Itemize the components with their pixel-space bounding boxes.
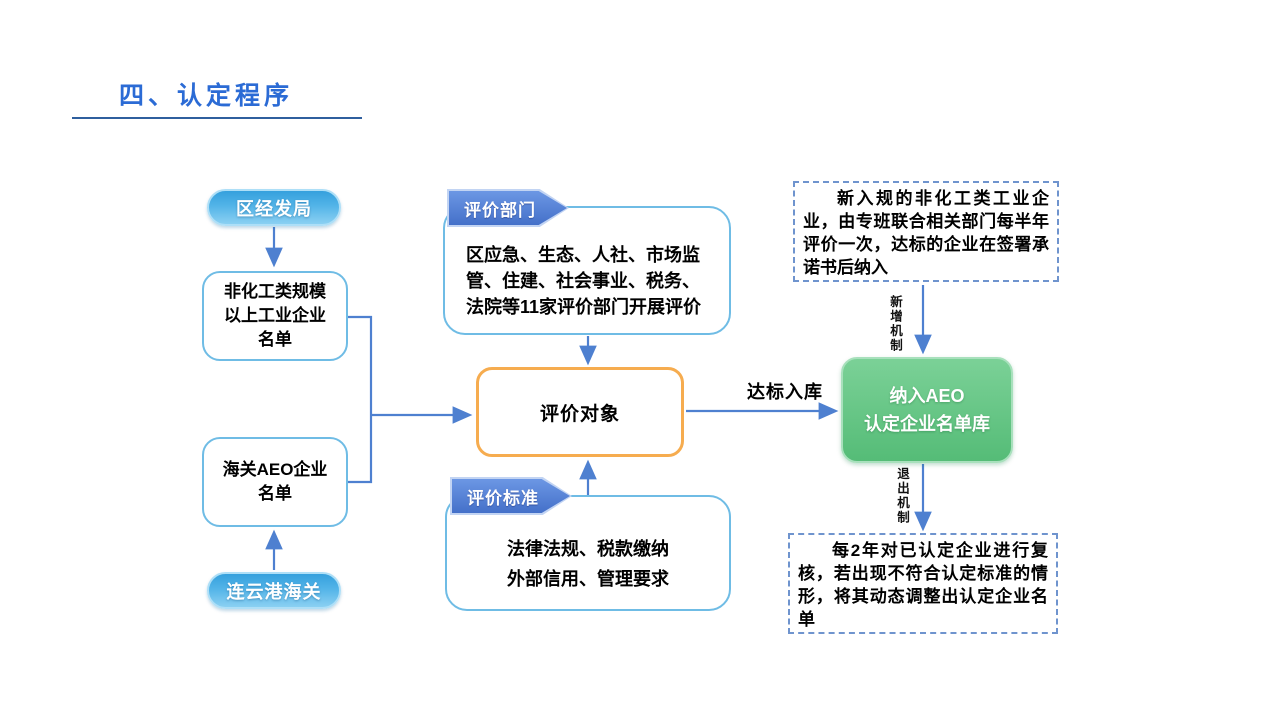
review-note-text: 每2年对已认定企业进行复核，若出现不符合认定标准的情形，将其动态调整出认定企业名… <box>798 541 1048 629</box>
evaluation-standard-tag: 评价标准 <box>450 477 572 515</box>
evaluation-dept-box: 区应急、生态、人社、市场监管、住建、社会事业、税务、法院等11家评价部门开展评价 <box>443 206 731 335</box>
pass-to-pool-label: 达标入库 <box>747 382 823 402</box>
add-mechanism-label: 新增机制 <box>888 295 902 353</box>
connector-lists-bracket <box>348 315 373 484</box>
tag-label: 评价标准 <box>452 479 570 513</box>
lianyungang-customs-pill: 连云港海关 <box>207 572 341 609</box>
review-note: 每2年对已认定企业进行复核，若出现不符合认定标准的情形，将其动态调整出认定企业名… <box>788 533 1058 634</box>
exit-mechanism-label: 退出机制 <box>895 467 909 525</box>
district-bureau-pill: 区经发局 <box>207 189 341 226</box>
standard-line-1: 法律法规、税款缴纳 <box>507 539 669 559</box>
evaluation-target-box: 评价对象 <box>476 367 684 457</box>
aeo-pool-box: 纳入AEO 认定企业名单库 <box>841 357 1013 463</box>
aeo-pool-line-2: 认定企业名单库 <box>864 414 990 434</box>
title-underline <box>72 117 362 119</box>
aeo-pool-line-1: 纳入AEO <box>889 386 965 406</box>
tag-label: 评价部门 <box>449 191 567 225</box>
customs-aeo-list-box: 海关AEO企业名单 <box>202 437 348 527</box>
page-title: 四、认定程序 <box>119 82 294 110</box>
evaluation-dept-text: 区应急、生态、人社、市场监管、住建、社会事业、税务、法院等11家评价部门开展评价 <box>466 244 702 317</box>
new-enterprise-note: 新入规的非化工类工业企业，由专班联合相关部门每半年评价一次，达标的企业在签署承诺… <box>793 181 1059 282</box>
non-chemical-enterprise-list-box: 非化工类规模以上工业企业名单 <box>202 271 348 361</box>
standard-line-2: 外部信用、管理要求 <box>507 569 669 589</box>
new-enterprise-note-text: 新入规的非化工类工业企业，由专班联合相关部门每半年评价一次，达标的企业在签署承诺… <box>803 189 1049 277</box>
evaluation-dept-tag: 评价部门 <box>447 189 569 227</box>
